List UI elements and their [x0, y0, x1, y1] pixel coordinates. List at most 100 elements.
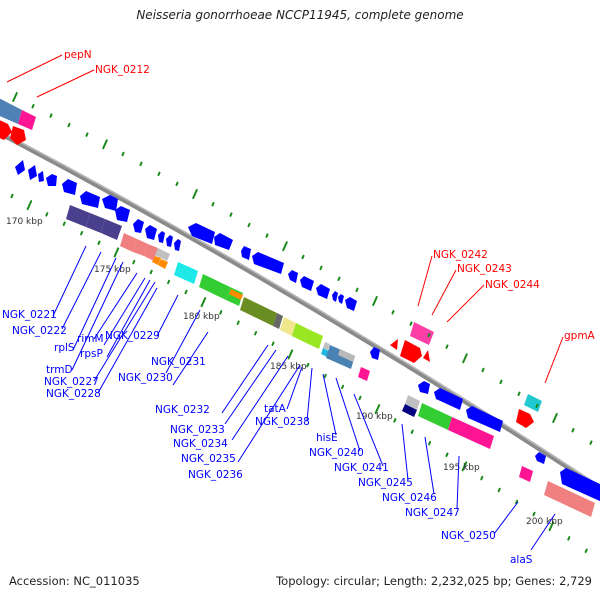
feature-pepN[interactable] [0, 96, 22, 124]
gene-label[interactable]: NGK_0241 [334, 462, 389, 474]
feature-NGK_0228[interactable] [152, 256, 161, 265]
feature-rpsP[interactable] [144, 244, 158, 261]
cds-arrow[interactable] [166, 235, 173, 247]
cds-arrow[interactable] [241, 246, 251, 260]
cds-arrow[interactable] [115, 206, 130, 222]
feature-NGK_0242[interactable] [410, 322, 434, 345]
cds-arrow[interactable] [28, 165, 37, 180]
cds-arrow[interactable] [102, 195, 118, 211]
cds-arrow[interactable] [560, 468, 600, 502]
cds-arrow[interactable] [46, 174, 57, 186]
cds-arrow[interactable] [214, 233, 233, 250]
cds-arrow[interactable] [535, 452, 546, 464]
feature-rimM[interactable] [133, 239, 148, 256]
cds-arrow[interactable] [252, 252, 284, 274]
feature-NGK_0244-right[interactable] [423, 350, 430, 362]
cds-arrow[interactable] [316, 284, 330, 299]
feature-alaS[interactable] [544, 481, 595, 517]
feature-NGK_0233-orange[interactable] [229, 289, 243, 300]
cds-arrow[interactable] [145, 225, 157, 240]
cds-arrow[interactable] [345, 297, 357, 311]
gene-label[interactable]: NGK_0227 [44, 376, 99, 388]
feature-NGK_0250[interactable] [519, 466, 533, 482]
cds-arrow[interactable] [174, 239, 181, 251]
gene-label[interactable]: NGK_0238 [255, 416, 310, 428]
gene-label[interactable]: NGK_0246 [382, 492, 437, 504]
gene-label[interactable]: NGK_0240 [309, 447, 364, 459]
feature-NGK_0227b[interactable] [161, 251, 170, 261]
gene-label[interactable]: NGK_0233 [170, 424, 225, 436]
gene-label[interactable]: alaS [510, 554, 533, 566]
feature-NGK_0245b[interactable] [402, 404, 417, 417]
feature-NGK_0241b[interactable] [338, 349, 355, 362]
feature-gpmA[interactable] [524, 394, 542, 412]
feature-red-3[interactable] [516, 409, 534, 428]
gene-label[interactable]: NGK_0221 [2, 309, 57, 321]
gene-label[interactable]: rplS [54, 342, 75, 354]
feature-rplS[interactable] [101, 219, 122, 240]
gene-label[interactable]: NGK_0228 [46, 388, 101, 400]
feature-NGK_0238[interactable] [304, 329, 323, 349]
feature-pink-small[interactable] [358, 367, 370, 381]
feature-NGK_0232[interactable] [199, 274, 230, 300]
cds-arrow[interactable] [133, 219, 144, 233]
cds-arrow[interactable] [188, 223, 215, 244]
gene-label[interactable]: NGK_0235 [181, 453, 236, 465]
cds-arrow[interactable] [332, 291, 338, 302]
feature-NGK_0236[interactable] [280, 317, 296, 336]
cds-arrow[interactable] [338, 294, 344, 304]
gene-label[interactable]: NGK_0231 [151, 356, 206, 368]
feature-NGK_0212[interactable] [18, 110, 36, 130]
gene-label-NGK_0242[interactable]: NGK_0242 [433, 249, 488, 261]
feature-NGK_0243[interactable] [400, 340, 422, 363]
feature-NGK_0247[interactable] [448, 417, 494, 449]
cds-arrow[interactable] [38, 171, 44, 182]
feature-NGK_0234[interactable] [240, 297, 277, 326]
feature-NGK_0227[interactable] [155, 248, 164, 258]
cds-arrow[interactable] [15, 160, 25, 175]
gene-label[interactable]: NGK_0234 [173, 438, 228, 450]
gene-label[interactable]: NGK_0247 [405, 507, 460, 519]
gene-label[interactable]: NGK_0230 [118, 372, 173, 384]
gene-label[interactable]: NGK_0245 [358, 477, 413, 489]
feature-trmD[interactable] [120, 233, 137, 252]
feature-NGK_0221[interactable] [66, 205, 90, 227]
feature-tatA[interactable] [292, 323, 308, 342]
gene-label[interactable]: NGK_0232 [155, 404, 210, 416]
gene-label-gpmA[interactable]: gpmA [564, 330, 596, 342]
feature-NGK_0245[interactable] [405, 395, 420, 410]
feature-red-1[interactable] [0, 118, 12, 140]
gene-label[interactable]: NGK_0250 [441, 530, 496, 542]
feature-NGK_0222[interactable] [86, 213, 105, 233]
cds-arrow[interactable] [466, 406, 503, 432]
feature-hisE[interactable] [323, 342, 330, 350]
gene-label[interactable]: rpsP [80, 348, 103, 360]
feature-NGK_0235[interactable] [273, 313, 283, 329]
gene-label[interactable]: hisE [316, 432, 338, 444]
gene-label[interactable]: trmD [46, 364, 73, 376]
gene-label[interactable]: NGK_0229 [105, 330, 160, 342]
feature-NGK_0241[interactable] [326, 345, 355, 369]
feature-NGK_0228b[interactable] [158, 259, 168, 269]
gene-label-NGK_0212[interactable]: NGK_0212 [95, 64, 150, 76]
feature-NGK_0231[interactable] [174, 262, 198, 284]
cds-arrow[interactable] [370, 347, 380, 360]
gene-label[interactable]: tatA [264, 403, 287, 415]
cds-arrow[interactable] [434, 388, 463, 410]
feature-NGK_0246[interactable] [418, 403, 452, 430]
cds-arrow[interactable] [300, 276, 314, 291]
cds-arrow[interactable] [418, 381, 430, 394]
gene-label[interactable]: rimM [77, 333, 104, 345]
cds-arrow[interactable] [288, 270, 298, 283]
feature-red-2[interactable] [10, 126, 26, 145]
gene-label-NGK_0243[interactable]: NGK_0243 [457, 263, 512, 275]
cds-arrow[interactable] [158, 231, 165, 243]
feature-NGK_0244-left[interactable] [390, 339, 398, 350]
gene-label-NGK_0244[interactable]: NGK_0244 [485, 279, 540, 291]
gene-label[interactable]: NGK_0222 [12, 325, 67, 337]
cds-arrow[interactable] [62, 179, 77, 195]
cds-arrow[interactable] [80, 191, 100, 208]
gene-label[interactable]: NGK_0236 [188, 469, 243, 481]
gene-label-pepN[interactable]: pepN [64, 49, 92, 61]
